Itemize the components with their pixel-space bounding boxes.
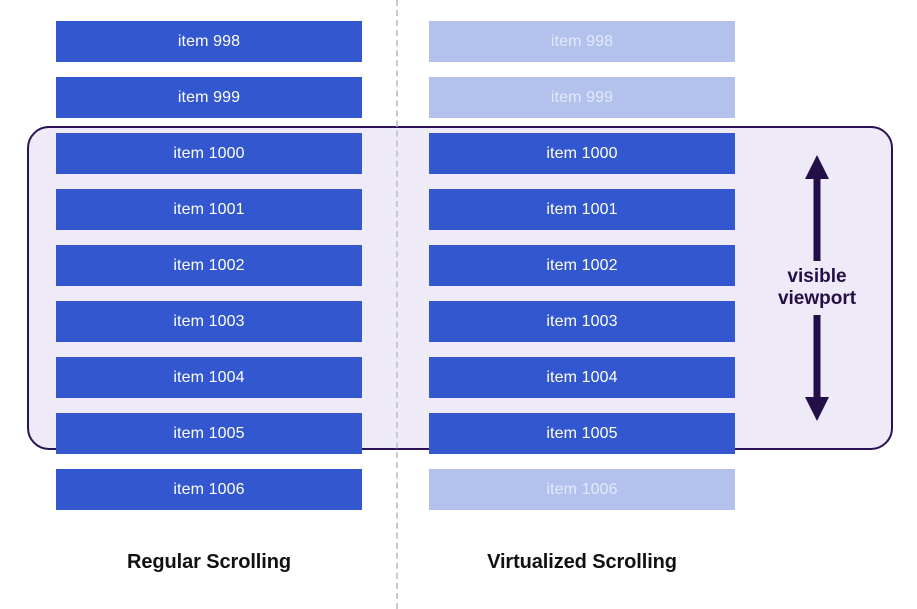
regular-list-item[interactable]: item 1005 <box>56 413 362 454</box>
regular-list-item[interactable]: item 1003 <box>56 301 362 342</box>
virtualized-list-item[interactable]: item 998 <box>429 21 735 62</box>
regular-list-item[interactable]: item 1004 <box>56 357 362 398</box>
visible-viewport-label: visible viewport <box>777 265 857 309</box>
caption-regular-scrolling: Regular Scrolling <box>127 551 291 573</box>
virtualized-list-item[interactable]: item 1003 <box>429 301 735 342</box>
regular-list-item[interactable]: item 1001 <box>56 189 362 230</box>
virtualized-list-item[interactable]: item 1001 <box>429 189 735 230</box>
arrow-up-icon <box>805 154 829 261</box>
regular-list-item[interactable]: item 1002 <box>56 245 362 286</box>
virtualized-list-item[interactable]: item 999 <box>429 77 735 118</box>
virtualized-list-item[interactable]: item 1005 <box>429 413 735 454</box>
virtualized-list-item[interactable]: item 1004 <box>429 357 735 398</box>
arrow-down-icon <box>805 315 829 422</box>
virtualized-list-item[interactable]: item 1002 <box>429 245 735 286</box>
regular-list-item[interactable]: item 1006 <box>56 469 362 510</box>
regular-list-item[interactable]: item 999 <box>56 77 362 118</box>
virtualized-list-item[interactable]: item 1006 <box>429 469 735 510</box>
column-divider <box>396 0 398 609</box>
virtualized-list-item[interactable]: item 1000 <box>429 133 735 174</box>
caption-virtualized-scrolling: Virtualized Scrolling <box>487 551 677 573</box>
regular-list-item[interactable]: item 998 <box>56 21 362 62</box>
regular-list-item[interactable]: item 1000 <box>56 133 362 174</box>
visible-viewport-annotation: visible viewport <box>757 126 877 450</box>
